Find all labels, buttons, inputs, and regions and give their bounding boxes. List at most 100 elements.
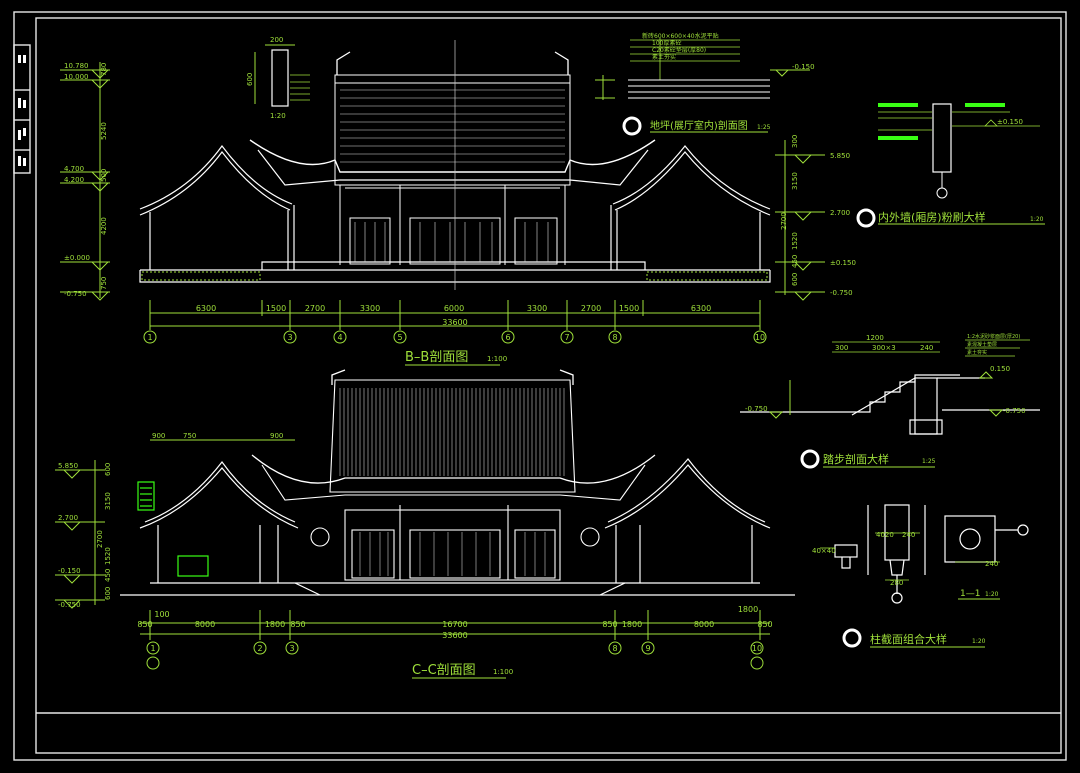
bb-axis-5: 7 [564, 333, 569, 342]
wall-detail-scale: 1:20 [1030, 216, 1044, 223]
bb-dim-total: 33600 [442, 318, 467, 327]
title-block-marks [18, 55, 26, 166]
bb-elev-left-0: 10.780 [64, 62, 89, 70]
bb-left-wing [139, 144, 295, 270]
wall-green-mark-1 [878, 136, 918, 140]
wall-detail-title: 内外墙(厢房)粉刷大样 [878, 210, 986, 224]
bb-elev-right-2: ±0.150 [830, 259, 856, 267]
cc-elev-left-3: -0.750 [58, 601, 81, 609]
cc-elev-left-0: 5.850 [58, 462, 78, 470]
step-note-1: 素混凝土垫层 [967, 341, 997, 348]
bb-dim-2: 2700 [305, 304, 325, 313]
cc-elev-dim-3: 1520 [104, 547, 112, 565]
cc-elev-left-2: -0.150 [58, 567, 81, 575]
floor-detail-marker-icon [622, 116, 642, 136]
cc-dim-2: 1800 [265, 620, 285, 629]
step-level-0: -0.750 [745, 405, 768, 413]
bb-elev-rdim-1: 3150 [791, 172, 799, 190]
cc-dim-4: 16700 [442, 620, 467, 629]
bb-section-title: B–B剖面图 1:100 [405, 350, 507, 366]
cc-dim-5: 850 [602, 620, 617, 629]
bb-axis-0: 1 [147, 333, 152, 342]
cc-main-hall [251, 369, 656, 581]
cc-elev-left-1: 2.700 [58, 514, 78, 522]
floor-layer-3: 素土夯实 [652, 53, 676, 61]
bb-elev-right-1: 2.700 [830, 209, 850, 217]
bb-axis-3: 5 [397, 333, 402, 342]
bb-elev-right-3: -0.750 [830, 289, 853, 297]
bb-elev-dim-0: 780 [100, 63, 108, 76]
cc-top-dim-0: 900 [152, 432, 165, 440]
bb-main-hall [249, 51, 656, 265]
cc-left-wing [139, 460, 299, 583]
step-note-0: 1:2水泥砂浆面层(厚20) [967, 333, 1020, 340]
cc-top-dim-2: 900 [270, 432, 283, 440]
cc-top-dims: 900 750 900 [150, 432, 295, 441]
cc-green-note-block [137, 481, 155, 511]
bb-foundation-hatch-left [141, 271, 261, 281]
cc-elev-dim-1: 3150 [104, 492, 112, 510]
bb-dim-6: 2700 [581, 304, 601, 313]
drawing-frame [13, 11, 1067, 761]
floor-detail-title: 地坪(展厅室内)剖面图 [650, 119, 748, 132]
cc-axis-3: 8 [612, 644, 617, 653]
bb-axis-6: 8 [612, 333, 617, 342]
section-cc: 5.850 2.700 -0.150 -0.750 600 3150 2700 … [55, 369, 795, 679]
cc-dim-1: 8000 [195, 620, 215, 629]
column-detail-marker-icon [842, 628, 862, 648]
bb-elev-rdim-5: 2700 [780, 212, 788, 230]
step-dim-1: 300 [835, 344, 848, 352]
cc-axis-1: 2 [257, 644, 262, 653]
bb-elev-left-3: 4.200 [64, 176, 84, 184]
cc-dim-7: 8000 [694, 620, 714, 629]
cc-axis-5: 10 [752, 644, 762, 653]
column-sub-label: 1—1 [960, 589, 980, 599]
step-dim-2: 300×3 [872, 344, 896, 352]
cc-sub-dim-1: 1800 [738, 605, 758, 614]
bb-foundation-hatch-right [646, 271, 768, 281]
column-dim-1: 4020 [876, 531, 894, 539]
bb-dim-1: 1500 [266, 304, 286, 313]
bb-dim-4: 6000 [444, 304, 464, 313]
bb-detail-dim-0: 200 [270, 36, 283, 44]
bb-title: B–B剖面图 [405, 350, 468, 365]
column-dim-3: 280 [890, 579, 903, 587]
column-detail-scale: 1:20 [972, 638, 986, 645]
bb-axis-bubbles [143, 330, 767, 344]
step-detail-title: 踏步剖面大样 [823, 452, 889, 466]
floor-elevation: -0.150 [792, 63, 815, 71]
bb-dim-7: 1500 [619, 304, 639, 313]
bb-elev-dim-2: 500 [100, 169, 108, 182]
cc-title: C–C剖面图 [412, 663, 476, 678]
bb-elev-rdim-3: 450 [791, 255, 799, 268]
bb-elev-left-1: 10.000 [64, 73, 89, 81]
bb-top-detail: 200 600 1:20 [246, 36, 310, 120]
cc-axis-0: 1 [150, 644, 155, 653]
bb-right-wing [610, 145, 771, 270]
cc-scale: 1:100 [493, 668, 513, 676]
floor-layer-0: 新砖600×600×40水泥平贴 [642, 32, 719, 40]
wall-detail: ±0.150 内外墙(厢房)粉刷大样 1:20 [856, 103, 1045, 228]
section-bb: 10.780 10.000 4.700 4.200 ±0.000 -0.750 … [60, 36, 856, 366]
cc-dim-8: 850 [757, 620, 772, 629]
cc-dim-3: 850 [290, 620, 305, 629]
column-detail: 40×40 4020 240 280 240 1—1 1:20 柱截面组合大样 … [812, 504, 1029, 648]
step-detail: 1200 300 300×3 240 1:2水泥砂浆面层(厚20) 素混凝土垫层… [740, 333, 1040, 469]
cc-elev-dim-5: 600 [104, 587, 112, 600]
bb-dim-8: 6300 [691, 304, 711, 313]
bb-left-elevations [60, 62, 110, 301]
cc-ground [120, 582, 795, 596]
bb-dim-3: 3300 [360, 304, 380, 313]
cc-roof-tiles [339, 388, 565, 476]
wall-green-mark-2 [965, 103, 1005, 107]
floor-detail: 新砖600×600×40水泥平贴 100厚素砼 C20素砼垫层(厚80) 素土夯… [595, 32, 815, 136]
bb-elev-left-5: -0.750 [64, 290, 87, 298]
cc-elev-dim-4: 450 [104, 569, 112, 582]
floor-detail-scale: 1:25 [757, 124, 771, 131]
step-detail-scale: 1:25 [922, 458, 936, 465]
bb-dimension-lines [149, 300, 761, 330]
bb-elev-right-0: 5.850 [830, 152, 850, 160]
bb-elev-left-2: 4.700 [64, 165, 84, 173]
bb-scale: 1:100 [487, 355, 507, 363]
